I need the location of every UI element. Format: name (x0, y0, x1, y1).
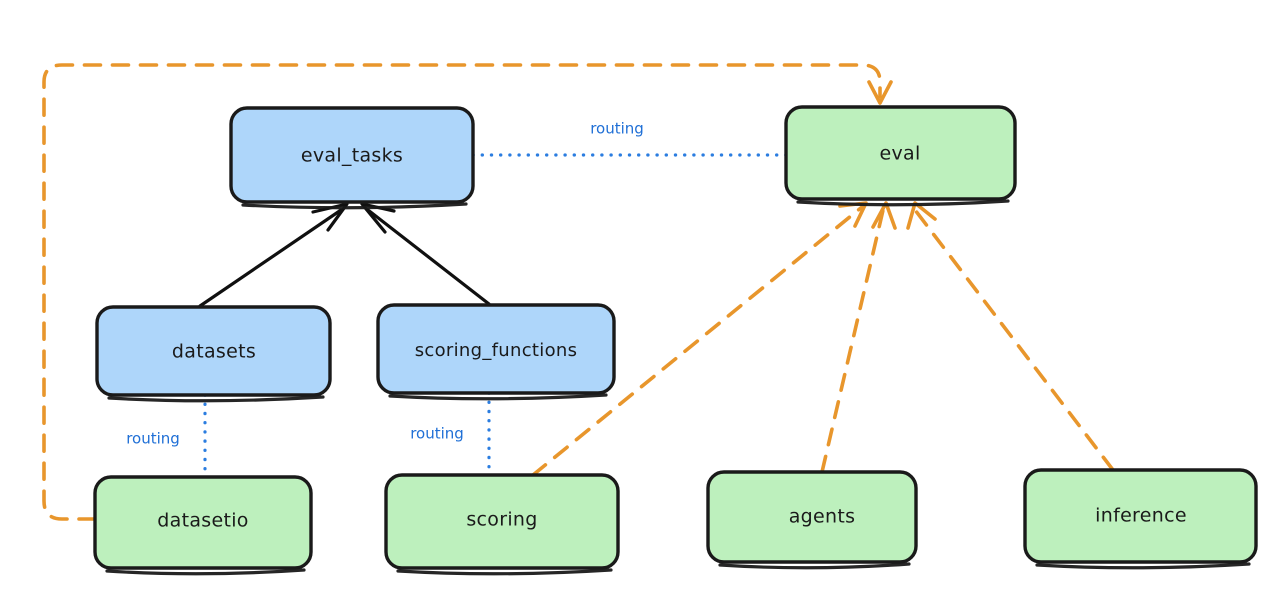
edge-agents-eval[interactable] (820, 204, 886, 474)
node-eval_tasks-label: eval_tasks (301, 145, 403, 167)
node-eval-shadow (796, 199, 1010, 207)
edge-label-routing-scoring-functions: routing (410, 425, 464, 443)
edge-scoring-functions-eval-tasks[interactable] (366, 208, 491, 306)
node-agents-label: agents (789, 506, 856, 528)
node-eval_tasks-box[interactable] (229, 106, 475, 204)
node-scoring[interactable]: scoring (384, 473, 620, 576)
node-eval[interactable]: eval (784, 105, 1017, 207)
edge-label-routing-eval-tasks: routing (590, 120, 644, 138)
node-datasets[interactable]: datasets (95, 305, 332, 403)
edge-datasetio-eval-arrowhead (867, 80, 893, 105)
node-inference-shadow (1035, 562, 1251, 570)
edge-group-composition (198, 202, 491, 308)
node-eval-label: eval (879, 143, 920, 165)
edge-group-dependencies (42, 63, 1115, 521)
node-datasetio[interactable]: datasetio (93, 475, 313, 576)
edge-group-routing (203, 153, 788, 479)
node-scoring_functions[interactable]: scoring_functions (376, 303, 616, 401)
edge-inference-eval-arrowhead (906, 201, 937, 230)
edge-scoring-eval[interactable] (531, 205, 864, 477)
node-datasetio-shadow (105, 568, 306, 576)
node-scoring-label: scoring (466, 509, 537, 531)
node-datasets-box[interactable] (95, 305, 332, 397)
node-agents-shadow (718, 562, 911, 570)
node-agents[interactable]: agents (706, 470, 918, 570)
edge-datasets-eval-tasks-arrowhead (311, 202, 349, 232)
node-inference-box[interactable] (1023, 468, 1258, 564)
node-datasetio-label: datasetio (157, 510, 248, 532)
edge-label-routing-datasets: routing (126, 430, 180, 448)
node-eval_tasks-shadow (241, 202, 468, 210)
node-datasetio-box[interactable] (93, 475, 313, 570)
node-scoring-box[interactable] (384, 473, 620, 570)
edge-datasets-eval-tasks[interactable] (198, 208, 343, 308)
node-datasets-label: datasets (172, 341, 256, 363)
node-scoring_functions-shadow (388, 393, 608, 401)
edge-inference-eval[interactable] (910, 204, 1115, 472)
node-scoring-shadow (396, 568, 613, 576)
node-eval_tasks[interactable]: eval_tasks (229, 106, 475, 210)
node-agents-box[interactable] (706, 470, 918, 564)
edge-agents-eval-arrowhead (871, 201, 897, 230)
node-scoring_functions-box[interactable] (376, 303, 616, 395)
node-inference[interactable]: inference (1023, 468, 1258, 570)
node-datasets-shadow (107, 395, 325, 403)
node-inference-label: inference (1095, 505, 1187, 527)
node-scoring_functions-label: scoring_functions (415, 340, 578, 361)
edge-label-group: routing routing routing (126, 120, 644, 448)
node-eval-box[interactable] (784, 105, 1017, 201)
edge-datasetio-eval[interactable] (42, 63, 882, 521)
